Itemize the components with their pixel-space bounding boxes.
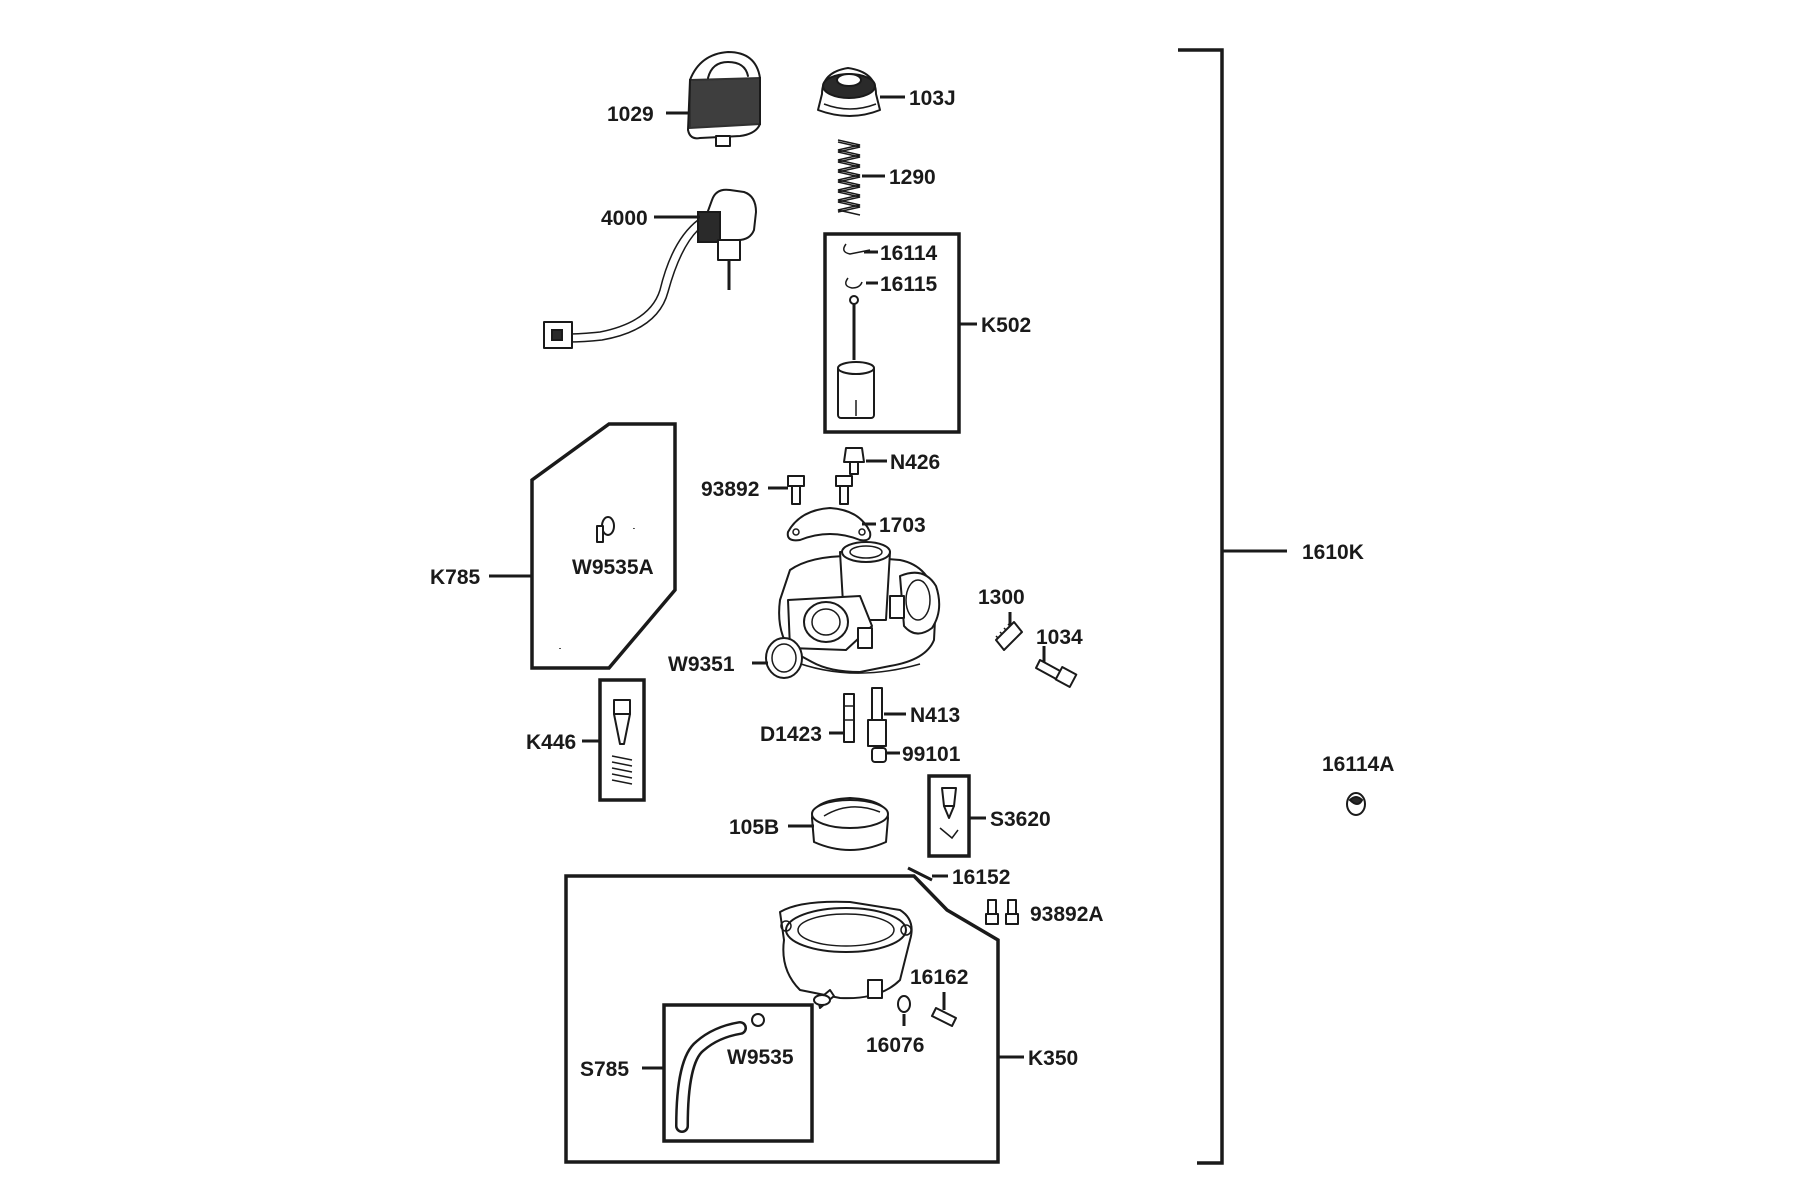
group-box-k502 (823, 232, 961, 434)
label-93892: 93892 (701, 478, 759, 501)
part-s785-hose (675, 1013, 765, 1133)
part-k785-hose (549, 455, 641, 649)
part-103j-cap (817, 67, 881, 117)
group-box-s3620 (927, 774, 971, 858)
label-s3620: S3620 (990, 808, 1051, 831)
label-16114: 16114 (880, 242, 938, 265)
part-carburetor-body (778, 541, 941, 674)
label-w9351: W9351 (668, 653, 735, 676)
label-16152: 16152 (952, 866, 1010, 889)
label-93892a: 93892A (1030, 903, 1104, 926)
label-105b: 105B (729, 816, 779, 839)
label-16115: 16115 (880, 273, 938, 296)
part-1703-plate (786, 507, 872, 542)
part-1029-cover (687, 51, 761, 147)
part-16152-pin (907, 866, 933, 882)
label-99101: 99101 (902, 743, 961, 766)
group-box-k350 (564, 874, 1000, 1164)
part-16076-washer (897, 995, 911, 1026)
label-16162: 16162 (910, 966, 968, 989)
label-n426: N426 (890, 451, 940, 474)
part-n413-jet (867, 687, 887, 747)
part-s3620-needle (939, 787, 959, 840)
label-w9535: W9535 (727, 1046, 794, 1069)
label-n413: N413 (910, 704, 960, 727)
part-k446-float-valve (611, 699, 633, 785)
label-1610k: 1610K (1302, 541, 1364, 564)
part-93892a-screws (985, 899, 1019, 925)
part-99101-plug (871, 747, 887, 763)
part-4000-auto-choke (543, 188, 757, 349)
label-w9535a: W9535A (572, 556, 654, 579)
label-1703: 1703 (879, 514, 926, 537)
part-k502-needle-slide (837, 243, 875, 419)
part-105b-float (811, 797, 889, 851)
label-d1423: D1423 (760, 723, 822, 746)
label-16114a: 16114A (1322, 753, 1394, 776)
label-k350: K350 (1028, 1047, 1078, 1070)
assembly-bracket (1178, 48, 1287, 1165)
part-1290-spring (837, 139, 861, 216)
label-1300: 1300 (978, 586, 1025, 609)
label-k446: K446 (526, 731, 576, 754)
group-box-s785 (662, 1003, 814, 1143)
part-k350-float-bowl (779, 900, 913, 1009)
label-1029: 1029 (607, 103, 654, 126)
part-n426-jet (843, 447, 865, 475)
label-1290: 1290 (889, 166, 936, 189)
label-103j: 103J (909, 87, 956, 110)
part-d1423-tube (843, 693, 855, 743)
part-16114a-clip (1346, 792, 1366, 816)
part-16162-screw (931, 1007, 957, 1027)
label-16076: 16076 (866, 1034, 924, 1057)
group-box-k785 (530, 422, 677, 670)
part-1300-spring (995, 621, 1023, 651)
label-k785: K785 (430, 566, 481, 589)
label-k502: K502 (981, 314, 1031, 337)
label-4000: 4000 (601, 207, 648, 230)
part-1034-screw (1035, 659, 1078, 688)
label-1034: 1034 (1036, 626, 1083, 649)
part-93892-screws (787, 475, 853, 505)
label-s785: S785 (580, 1058, 629, 1081)
